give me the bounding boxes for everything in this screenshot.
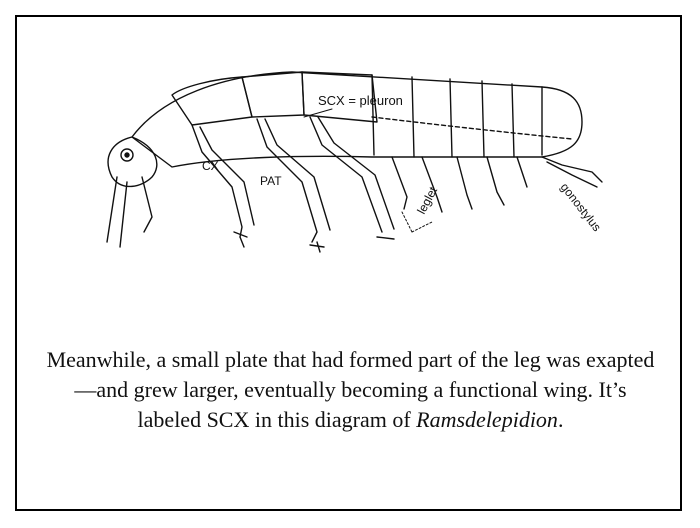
ramsdelepidion-diagram: SCX = pleuron CX PAT leglet gonostylus — [72, 47, 632, 277]
label-cx: CX — [202, 159, 219, 173]
leg-1 — [192, 125, 242, 237]
label-pat: PAT — [260, 174, 282, 188]
label-gonostylus: gonostylus — [558, 180, 604, 234]
label-leglet: leglet — [414, 184, 440, 216]
antenna — [107, 177, 117, 242]
gonostylus-shape — [542, 157, 602, 182]
caption-period: . — [558, 407, 564, 432]
label-scx: SCX = pleuron — [318, 93, 403, 108]
leg-3 — [310, 117, 382, 232]
caption-species-name: Ramsdelepidion — [416, 407, 558, 432]
head — [108, 137, 157, 186]
leglet-1 — [392, 157, 407, 209]
tergite-1 — [172, 77, 252, 125]
tergite-2 — [242, 72, 304, 117]
caption: Meanwhile, a small plate that had formed… — [45, 345, 656, 435]
slide-frame: SCX = pleuron CX PAT leglet gonostylus M… — [15, 15, 682, 511]
